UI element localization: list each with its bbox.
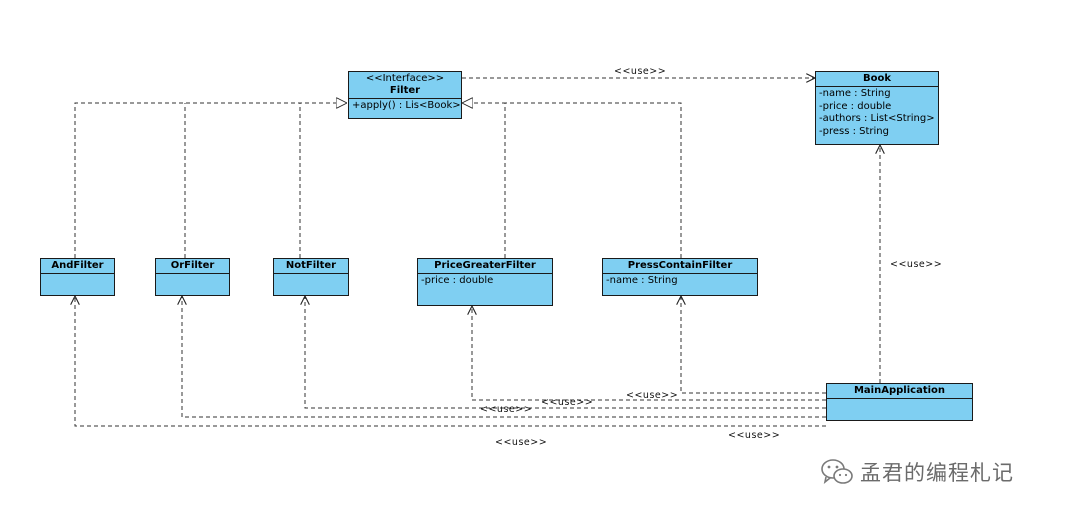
class-notfilter-name: NotFilter [285,260,337,271]
class-mainapplication-name: MainApplication [853,385,946,396]
class-book[interactable]: Book -name : String -price : double -aut… [815,71,939,145]
use-label-main-notfilter: <<use>> [480,404,533,415]
dependency-main-pricegreater [472,306,826,401]
class-book-name: Book [862,73,891,84]
class-book-attr: -press : String [819,125,889,137]
use-label-main-presscontain: <<use>> [626,390,679,401]
realization-presscontain [505,102,682,258]
class-notfilter-header: NotFilter [274,259,348,274]
class-filter-header: <<Interface>> Filter [349,72,461,99]
class-book-attr: -price : double [819,100,892,112]
dependency-main-orfilter [182,296,826,418]
class-pricegreaterfilter-name: PriceGreaterFilter [434,260,536,271]
class-orfilter[interactable]: OrFilter [155,258,230,296]
class-presscontainfilter-header: PressContainFilter [603,259,757,274]
class-book-header: Book [816,72,938,87]
use-label-main-orfilter: <<use>> [728,430,781,441]
use-label-main-book: <<use>> [890,259,943,270]
class-book-attr: -name : String [819,88,891,99]
class-presscontainfilter-name: PressContainFilter [627,260,733,271]
class-orfilter-header: OrFilter [156,259,229,274]
class-pricegreaterfilter-header: PriceGreaterFilter [418,259,552,274]
class-andfilter-name: AndFilter [51,260,104,271]
use-label-main-andfilter: <<use>> [495,437,548,448]
class-presscontainfilter-attr: -name : String [606,275,678,286]
class-andfilter-header: AndFilter [41,259,114,274]
class-andfilter[interactable]: AndFilter [40,258,115,296]
class-filter-op: +apply() : Lis<Book> [352,100,461,111]
class-filter[interactable]: <<Interface>> Filter +apply() : Lis<Book… [348,71,462,119]
class-book-attrs: -name : String -price : double -authors … [816,87,938,139]
class-filter-name: Filter [389,85,421,96]
wechat-icon [821,459,853,484]
class-filter-stereotype: <<Interface>> [365,73,445,84]
dependency-main-presscontain [681,296,826,394]
class-presscontainfilter-attrs: -name : String [603,274,757,289]
watermark-text: 孟君的编程札记 [860,461,1014,485]
class-filter-ops: +apply() : Lis<Book> [349,99,461,114]
class-pricegreaterfilter-attr: -price : double [421,275,494,286]
realization-pricegreater [462,103,506,258]
dependency-main-andfilter [75,296,826,427]
class-pricegreaterfilter[interactable]: PriceGreaterFilter -price : double [417,258,553,306]
dependency-main-notfilter [305,296,826,409]
realization-andfilter [74,103,347,258]
use-label-main-pricegreater: <<use>> [541,397,594,408]
class-mainapplication[interactable]: MainApplication [826,383,973,421]
class-orfilter-name: OrFilter [170,260,215,271]
class-book-attr: -authors : List<String> [819,113,935,124]
class-presscontainfilter[interactable]: PressContainFilter -name : String [602,258,758,296]
class-mainapplication-header: MainApplication [827,384,972,399]
watermark: 孟君的编程札记 [820,455,1014,489]
class-notfilter[interactable]: NotFilter [273,258,349,296]
class-pricegreaterfilter-attrs: -price : double [418,274,552,289]
use-label-filter-book: <<use>> [614,66,667,77]
